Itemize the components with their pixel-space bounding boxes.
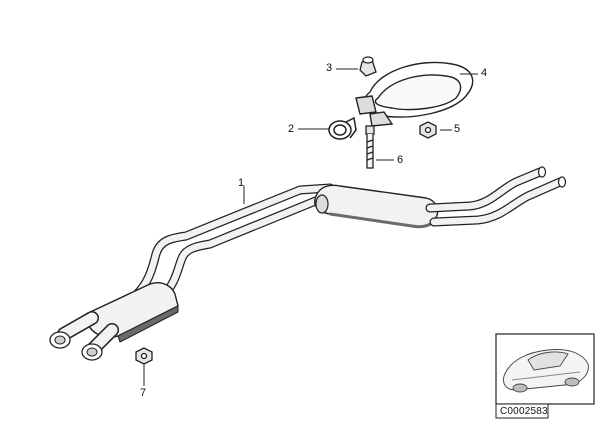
callout-7: 7 bbox=[140, 387, 147, 399]
car-thumbnail bbox=[503, 349, 589, 393]
callout-6: 6 bbox=[397, 154, 404, 166]
callout-1: 1 bbox=[238, 177, 245, 189]
hex-nut-part bbox=[419, 121, 437, 139]
leader-lines bbox=[143, 68, 478, 386]
hanger-clamp bbox=[355, 61, 474, 127]
callout-2: 2 bbox=[288, 123, 295, 135]
nut-part bbox=[359, 56, 377, 77]
vehicle-inset bbox=[495, 333, 595, 419]
spring-clip bbox=[328, 116, 357, 140]
catalog-number: C0002583 bbox=[500, 406, 548, 417]
bolt-part bbox=[365, 125, 375, 169]
tailpipe-nut-part bbox=[135, 347, 153, 365]
exhaust-pipe-assembly bbox=[49, 166, 567, 361]
callout-3: 3 bbox=[326, 62, 333, 74]
callout-5: 5 bbox=[454, 123, 461, 135]
callout-4: 4 bbox=[481, 67, 488, 79]
